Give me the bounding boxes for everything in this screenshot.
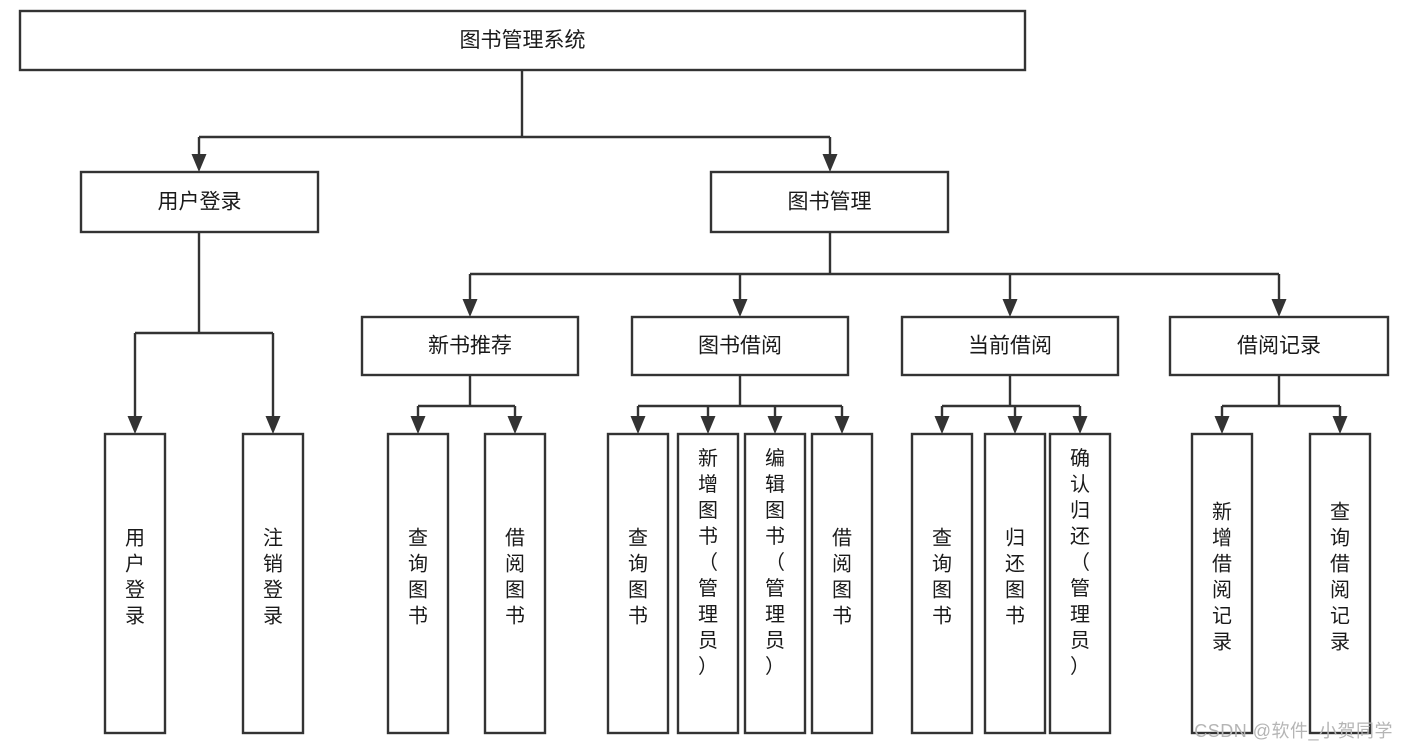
node-bookmgmt[interactable]: 图书管理 — [709, 170, 950, 234]
arrow-head-icon — [767, 416, 783, 434]
arrow-head-icon — [462, 299, 478, 317]
node-login[interactable]: 用户登录 — [79, 170, 320, 234]
node-box[interactable] — [983, 432, 1047, 735]
node-borrow[interactable]: 图书借阅 — [630, 315, 850, 377]
watermark-text: CSDN @软件_小贺同学 — [1194, 721, 1393, 741]
node-box[interactable] — [1048, 432, 1112, 735]
connector-group-records — [1214, 375, 1348, 434]
node-label: 图书借阅 — [698, 335, 782, 358]
arrow-head-icon — [1002, 299, 1018, 317]
node-box[interactable] — [79, 170, 320, 234]
node-box[interactable] — [360, 315, 580, 377]
connector-group-current — [934, 375, 1088, 434]
node-leaf-borrow-edit[interactable]: 编辑图书（管理员） — [743, 432, 807, 735]
node-leaf-user-login[interactable]: 用户登录 — [103, 432, 167, 735]
node-label: 借阅图书 — [505, 527, 525, 628]
node-box[interactable] — [743, 432, 807, 735]
node-box[interactable] — [103, 432, 167, 735]
node-leaf-record-query[interactable]: 查询借阅记录 — [1308, 432, 1372, 735]
arrow-head-icon — [1072, 416, 1088, 434]
node-label: 注销登录 — [263, 527, 283, 628]
arrow-head-icon — [834, 416, 850, 434]
node-label: 编辑图书（管理员） — [765, 447, 785, 678]
arrow-head-icon — [191, 154, 207, 172]
node-leaf-current-query[interactable]: 查询图书 — [910, 432, 974, 735]
node-label: 用户登录 — [158, 191, 242, 214]
arrow-head-icon — [1271, 299, 1287, 317]
node-label: 新增图书（管理员） — [698, 447, 718, 678]
node-leaf-record-add[interactable]: 新增借阅记录 — [1190, 432, 1254, 735]
node-box[interactable] — [1308, 432, 1372, 735]
node-label: 查询图书 — [628, 527, 648, 628]
node-label: 确认归还（管理员） — [1070, 447, 1090, 678]
node-box[interactable] — [630, 315, 850, 377]
node-label: 图书管理系统 — [460, 29, 586, 52]
node-label: 查询图书 — [932, 527, 952, 628]
node-leaf-borrow-query[interactable]: 查询图书 — [606, 432, 670, 735]
arrow-head-icon — [507, 416, 523, 434]
arrow-head-icon — [1007, 416, 1023, 434]
node-leaf-current-confirm[interactable]: 确认归还（管理员） — [1048, 432, 1112, 735]
node-records[interactable]: 借阅记录 — [1168, 315, 1390, 377]
arrow-head-icon — [1332, 416, 1348, 434]
nodes-layer: 图书管理系统用户登录图书管理新书推荐图书借阅当前借阅借阅记录用户登录注销登录查询… — [18, 9, 1390, 735]
node-box[interactable] — [241, 432, 305, 735]
node-label: 新书推荐 — [428, 335, 512, 358]
node-leaf-current-return[interactable]: 归还图书 — [983, 432, 1047, 735]
connector-group-login — [127, 232, 281, 434]
node-label: 用户登录 — [125, 528, 145, 628]
node-current[interactable]: 当前借阅 — [900, 315, 1120, 377]
node-newbook[interactable]: 新书推荐 — [360, 315, 580, 377]
connector-group-root — [191, 70, 838, 172]
node-label: 查询借阅记录 — [1330, 501, 1350, 654]
connector-group-newbook — [410, 375, 523, 434]
node-box[interactable] — [900, 315, 1120, 377]
connector-group-bookmgmt — [462, 232, 1287, 317]
arrow-head-icon — [265, 416, 281, 434]
arrow-head-icon — [127, 416, 143, 434]
node-box[interactable] — [386, 432, 450, 735]
arrow-head-icon — [630, 416, 646, 434]
node-leaf-borrow-lend[interactable]: 借阅图书 — [810, 432, 874, 735]
arrow-head-icon — [934, 416, 950, 434]
node-label: 借阅图书 — [832, 527, 852, 628]
node-label: 当前借阅 — [968, 335, 1052, 358]
node-box[interactable] — [18, 9, 1027, 72]
node-box[interactable] — [1190, 432, 1254, 735]
node-leaf-new-borrow[interactable]: 借阅图书 — [483, 432, 547, 735]
node-box[interactable] — [1168, 315, 1390, 377]
node-label: 新增借阅记录 — [1212, 501, 1232, 654]
node-label: 归还图书 — [1005, 527, 1025, 628]
node-label: 图书管理 — [788, 191, 872, 214]
arrow-head-icon — [732, 299, 748, 317]
arrow-head-icon — [822, 154, 838, 172]
node-box[interactable] — [810, 432, 874, 735]
node-label: 借阅记录 — [1237, 335, 1321, 358]
node-leaf-user-logout[interactable]: 注销登录 — [241, 432, 305, 735]
node-label: 查询图书 — [408, 527, 428, 628]
node-box[interactable] — [709, 170, 950, 234]
connector-group-borrow — [630, 375, 850, 434]
node-box[interactable] — [676, 432, 740, 735]
connectors-layer — [127, 70, 1348, 434]
arrow-head-icon — [1214, 416, 1230, 434]
arrow-head-icon — [410, 416, 426, 434]
node-root[interactable]: 图书管理系统 — [18, 9, 1027, 72]
arrow-head-icon — [700, 416, 716, 434]
node-leaf-new-query[interactable]: 查询图书 — [386, 432, 450, 735]
node-box[interactable] — [483, 432, 547, 735]
node-box[interactable] — [910, 432, 974, 735]
node-leaf-borrow-add[interactable]: 新增图书（管理员） — [676, 432, 740, 735]
node-box[interactable] — [606, 432, 670, 735]
